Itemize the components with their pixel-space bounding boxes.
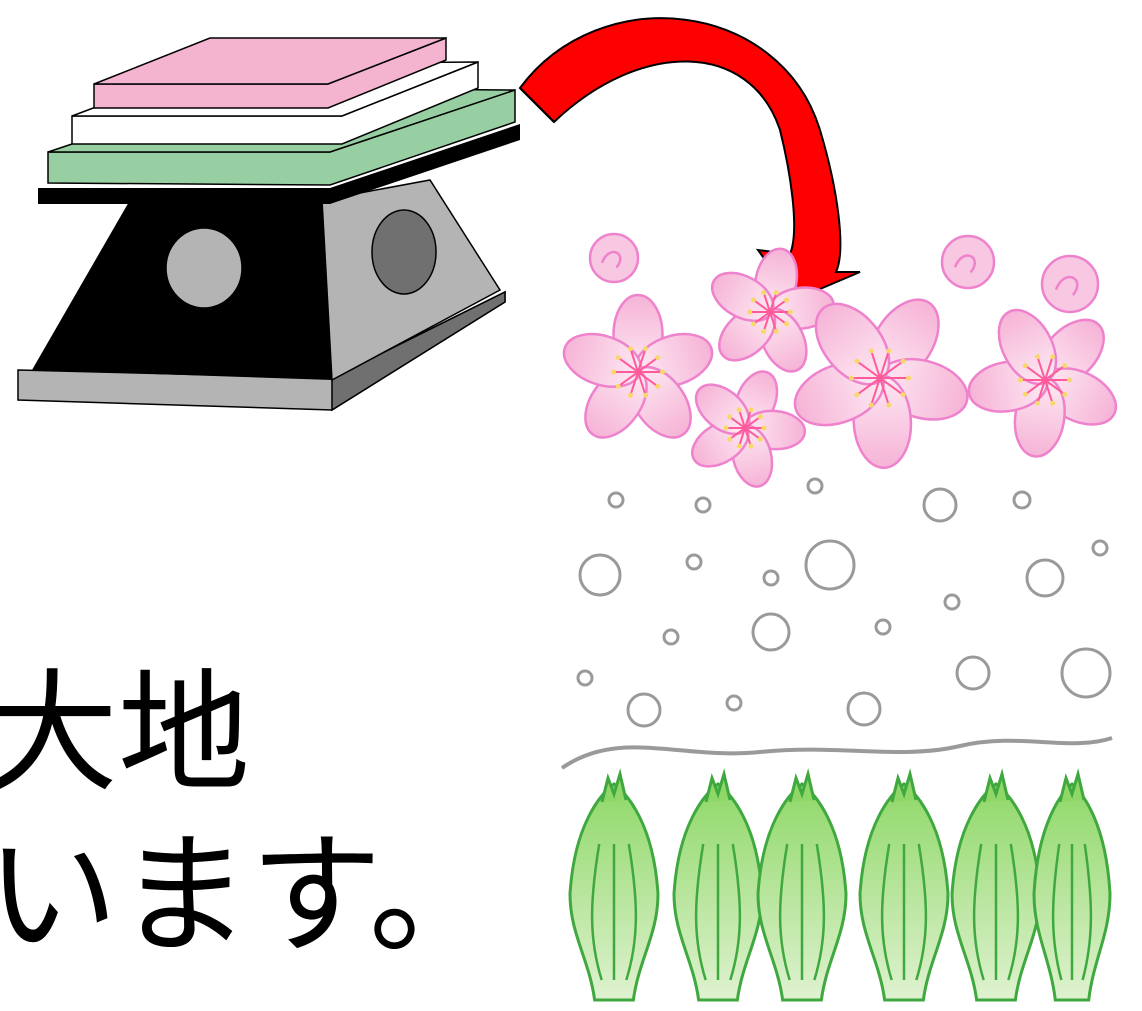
hishimochi-icon (17, 36, 520, 412)
snow-bubble (943, 593, 961, 611)
sprout-leaf (672, 768, 764, 1002)
snow-bubble (725, 694, 743, 712)
blossom-flower (691, 370, 807, 488)
snow-bubble (846, 691, 882, 727)
caption-line-1: 大地 (0, 657, 250, 811)
curved-arrow-icon (518, 17, 861, 302)
blossom-flower (793, 298, 969, 470)
snow-bubble (922, 487, 958, 523)
snow-bubble (1012, 490, 1032, 510)
snow-bubble (607, 491, 625, 509)
sprout-leaf (568, 768, 660, 1002)
snow-bubble (1091, 539, 1109, 557)
snow-bubble (578, 553, 622, 597)
sprout-leaf (950, 768, 1042, 1002)
green-sprouts-icon (568, 768, 1112, 1002)
snow-bubble (1025, 558, 1065, 598)
blossom-bud (940, 234, 996, 290)
sprout-leaf (858, 768, 950, 1002)
blossom-flower (562, 293, 714, 439)
snow-bubble (874, 618, 892, 636)
blossom-flower (967, 308, 1118, 458)
snow-bubble (762, 569, 780, 587)
snow-bubble (751, 612, 791, 652)
snow-bubble (955, 655, 991, 691)
blossom-bud (588, 232, 640, 284)
caption-line-2: います。 (0, 819, 501, 973)
snow-bubble (626, 692, 662, 728)
cherry-blossom-icon (562, 232, 1118, 488)
snow-bubble (685, 553, 703, 571)
blossom-flower (710, 247, 836, 373)
sprout-leaf (756, 768, 848, 1002)
snow-bubble (806, 477, 824, 495)
sprout-leaf (1032, 768, 1112, 1002)
snow-bubble (1060, 647, 1112, 699)
ground-line (560, 736, 1113, 770)
snow-bubble (804, 539, 856, 591)
snow-bubble (576, 669, 594, 687)
blossom-bud (1040, 254, 1100, 314)
snow-bubbles-icon (576, 477, 1112, 728)
snow-bubble (662, 628, 680, 646)
snow-bubble (694, 496, 712, 514)
